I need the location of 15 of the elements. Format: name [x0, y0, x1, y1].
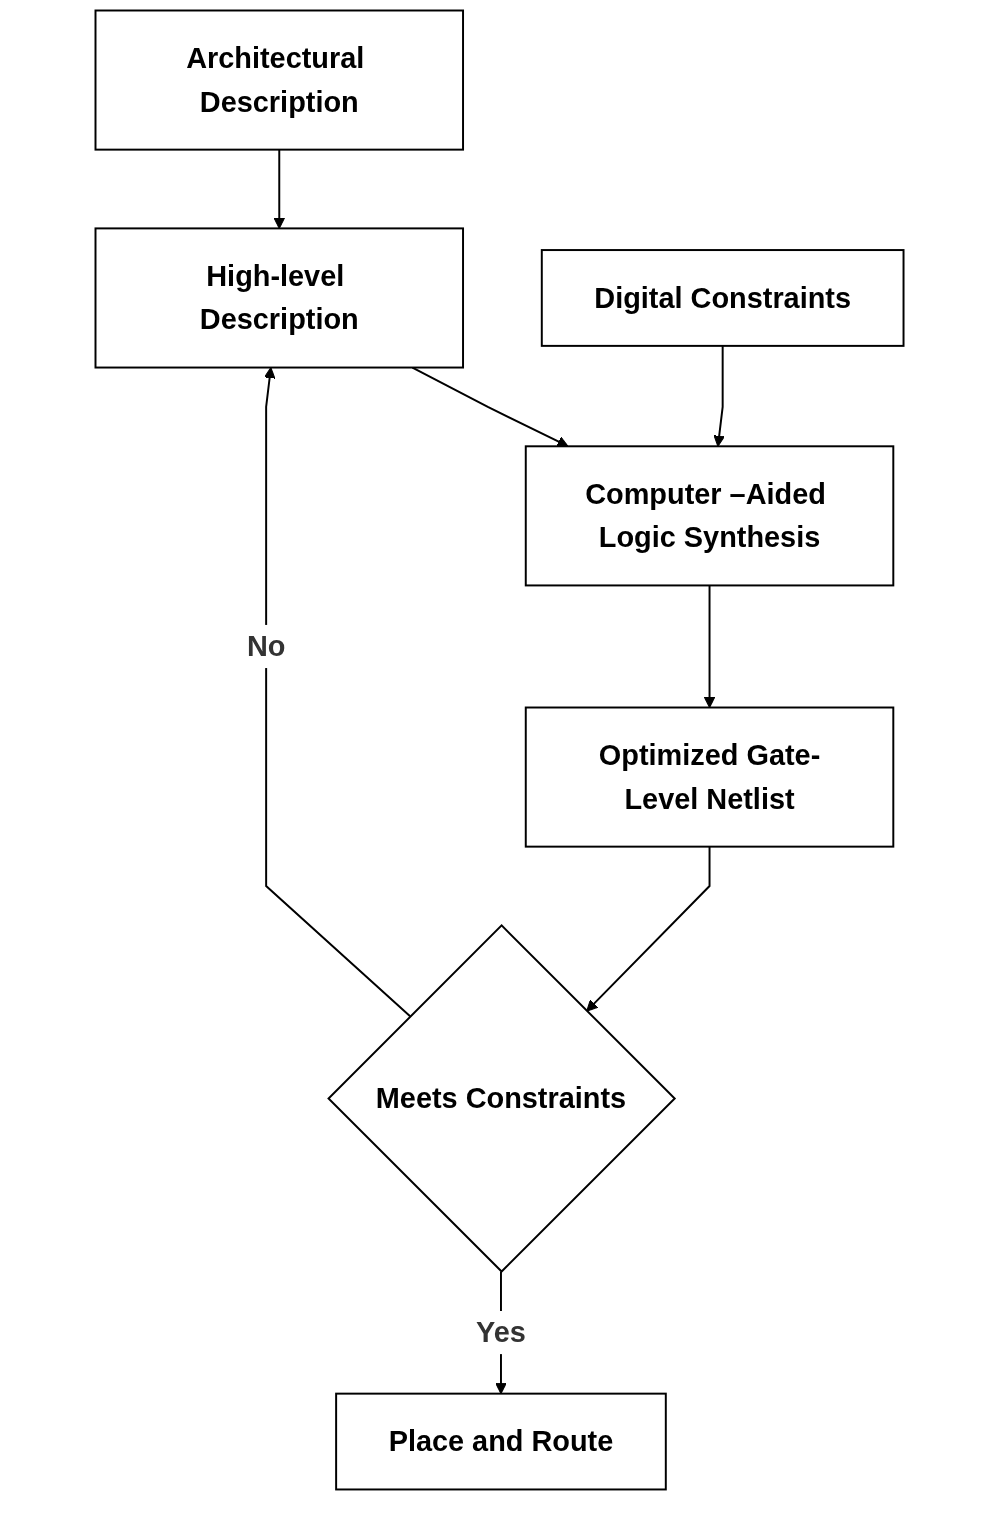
node-box: High-level Description — [95, 227, 465, 369]
arrow — [274, 148, 286, 229]
arrow — [704, 584, 716, 709]
node-box: Computer –Aided Logic Synthesis — [525, 445, 895, 587]
node-box: Place and Route — [335, 1392, 668, 1491]
edge-label: Yes — [476, 1316, 527, 1350]
arrow — [713, 344, 726, 447]
edge-label: No — [247, 630, 286, 663]
node-box: Architectural Description — [95, 9, 465, 151]
node-box: Digital Constraints — [541, 249, 905, 347]
arrow — [264, 367, 412, 1018]
node-box: Optimized Gate-Level Netlist — [525, 706, 895, 848]
arrow — [411, 366, 569, 447]
arrow — [586, 845, 711, 1012]
node-diamond: Meets Constraints — [327, 924, 677, 1273]
